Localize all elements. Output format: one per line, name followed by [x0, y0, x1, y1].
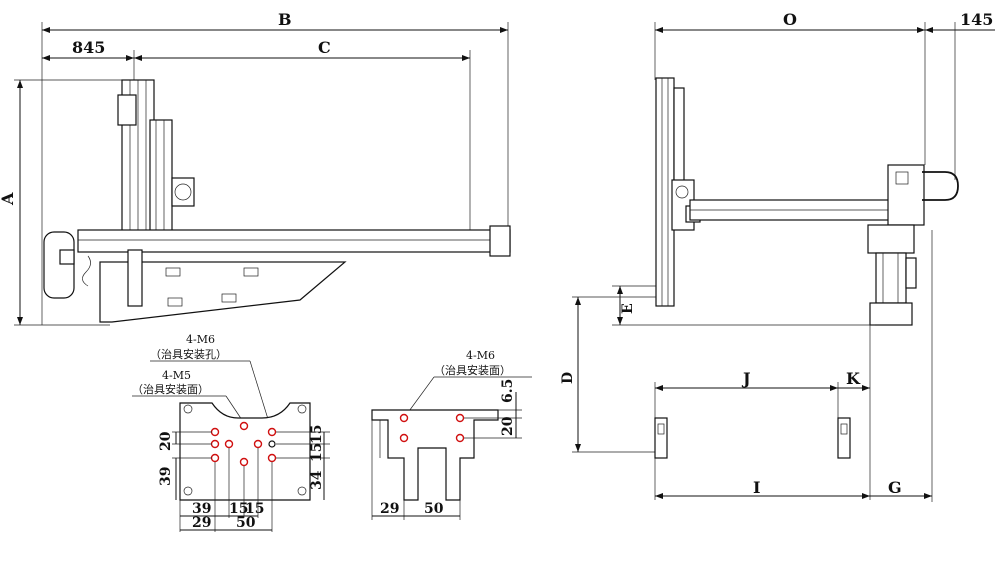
side-view-machine: O 145 E D [560, 10, 995, 502]
dim-plate-15d: 15 [245, 501, 264, 517]
dim-O: O [783, 10, 797, 29]
callout-4-m5-text: （治具安装面） [132, 382, 209, 396]
dim-G: G [888, 478, 902, 497]
dim-plate-50: 50 [236, 515, 256, 531]
dim-plate-15c: 15 [229, 501, 248, 517]
dim-plate-39v: 39 [158, 467, 174, 486]
dim-I: I [753, 478, 760, 497]
callout-4-m6-left: 4-M6 [186, 333, 215, 346]
dim-plate2-50: 50 [424, 501, 444, 517]
dim-K: K [846, 369, 861, 388]
callout-4-m5: 4-M5 [162, 369, 191, 382]
dim-B: B [278, 10, 292, 29]
dim-plate2-20: 20 [500, 416, 516, 436]
dim-J: J [741, 369, 751, 388]
dim-A: A [0, 192, 17, 206]
dim-plate-39h: 39 [192, 501, 211, 517]
mounting-plate-side: 4-M6 （治具安装面） 6.5 20 29 50 [371, 349, 532, 520]
dim-845: 845 [72, 38, 105, 57]
callout-4-m6-left-text: （治具安装孔） [150, 347, 227, 361]
dim-plate-20: 20 [158, 431, 174, 451]
dim-plate-34: 34 [309, 470, 325, 490]
dim-plate2-29: 29 [380, 501, 399, 517]
dim-C: C [318, 38, 331, 57]
dim-plate-29: 29 [192, 515, 211, 531]
dim-plate-15a: 15 [309, 425, 325, 444]
dim-145: 145 [960, 10, 993, 29]
dim-plate-15b: 15 [309, 443, 325, 462]
dim-D: D [560, 372, 576, 384]
dim-plate2-6-5: 6.5 [500, 379, 516, 403]
dim-E: E [620, 303, 636, 314]
callout-4-m6-right: 4-M6 [466, 349, 495, 362]
mounting-plate-front: 4-M6 （治具安装孔） 4-M5 （治具安装面） 20 39 [132, 333, 330, 532]
front-view-machine: B 845 C A [0, 10, 511, 326]
callout-4-m6-right-text: （治具安装面） [434, 363, 511, 377]
